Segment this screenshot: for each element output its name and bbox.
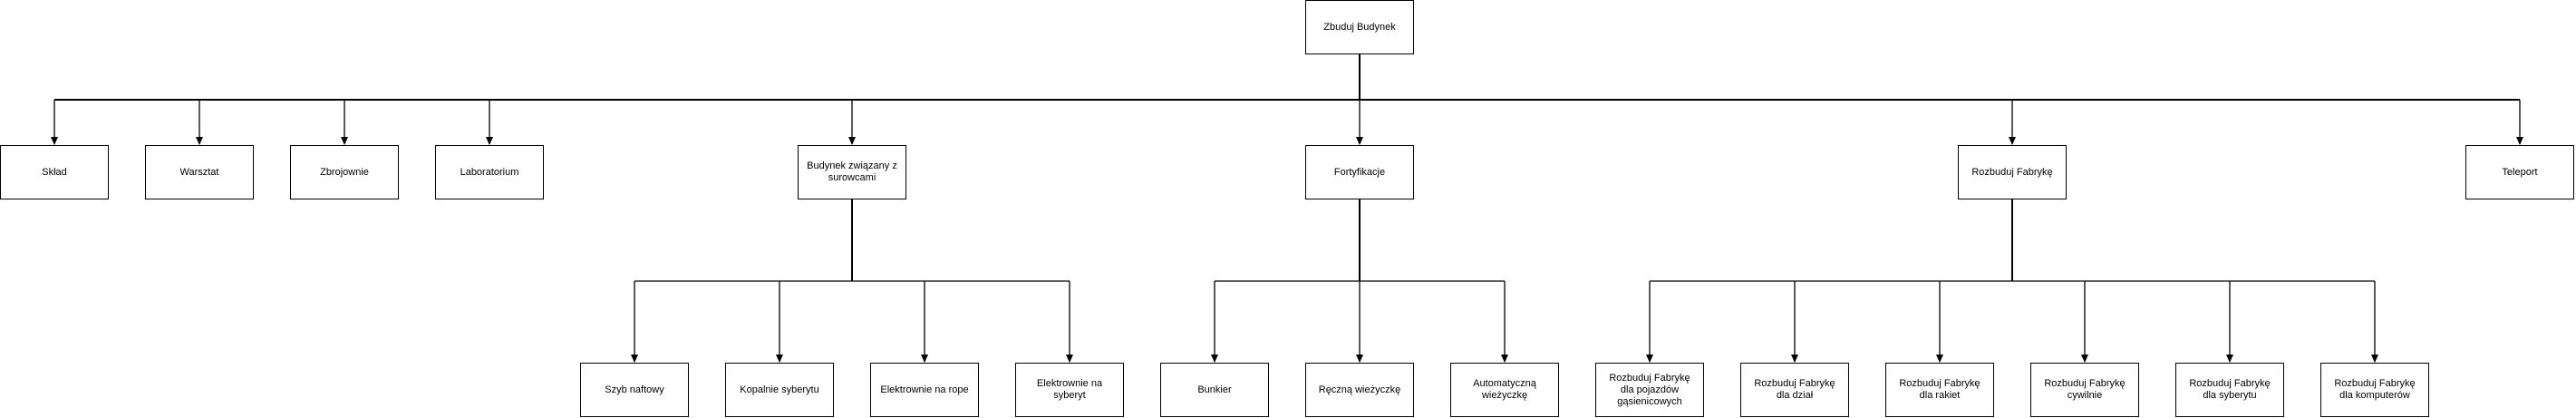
- node-laboratorium: Laboratorium: [435, 145, 544, 199]
- node-rozbuduj-fabryke: Rozbuduj Fabrykę: [1958, 145, 2067, 199]
- node-budynek-surowce: Budynek związany z surowcami: [798, 145, 906, 199]
- node-sklad: Skład: [0, 145, 109, 199]
- node-automatyczna-wiezyczka: Automatyczną wieżyczkę: [1450, 363, 1559, 417]
- node-fortyfikacje: Fortyfikacje: [1305, 145, 1414, 199]
- node-fabryka-komputerow: Rozbuduj Fabrykę dla komputerów: [2320, 363, 2429, 417]
- node-fabryka-dzial: Rozbuduj Fabrykę dla dział: [1740, 363, 1849, 417]
- node-elektrownie-na-syberyt: Elektrownie na syberyt: [1015, 363, 1124, 417]
- node-bunkier: Bunkier: [1160, 363, 1269, 417]
- node-teleport: Teleport: [2465, 145, 2574, 199]
- node-fabryka-pojazdy: Rozbuduj Fabrykę dla pojazdów gąsienicow…: [1595, 363, 1704, 417]
- node-reczna-wiezyczka: Ręczną wieżyczkę: [1305, 363, 1414, 417]
- node-zbrojownie: Zbrojownie: [290, 145, 399, 199]
- node-fabryka-rakiet: Rozbuduj Fabrykę dla rakiet: [1885, 363, 1994, 417]
- node-elektrownie-na-rope: Elektrownie na rope: [870, 363, 979, 417]
- node-fabryka-cywilnie: Rozbuduj Fabrykę cywilnie: [2030, 363, 2139, 417]
- node-szyb-naftowy: Szyb naftowy: [580, 363, 689, 417]
- node-fabryka-syberytu: Rozbuduj Fabrykę dla syberytu: [2175, 363, 2284, 417]
- node-warsztat: Warsztat: [145, 145, 254, 199]
- node-kopalnie-syberytu: Kopalnie syberytu: [725, 363, 834, 417]
- node-zbuduj-budynek: Zbuduj Budynek: [1305, 0, 1414, 54]
